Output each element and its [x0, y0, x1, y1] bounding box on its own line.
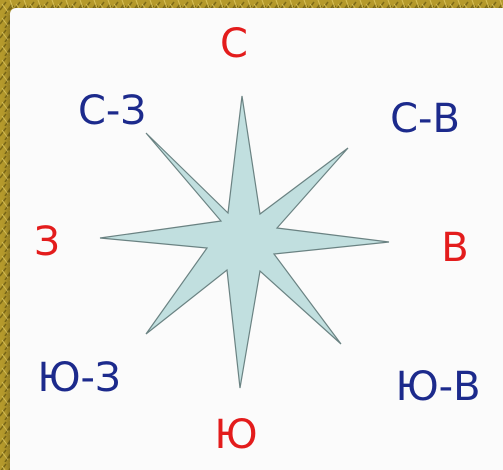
direction-south: Ю	[214, 412, 258, 458]
direction-north: С	[220, 21, 248, 67]
eight-point-star-icon	[99, 95, 390, 389]
direction-northeast: С-В	[390, 96, 460, 142]
compass-rose	[99, 95, 390, 389]
direction-southwest: Ю-З	[37, 355, 121, 401]
direction-west: З	[34, 219, 60, 265]
direction-east: В	[441, 225, 469, 271]
direction-northwest: С-З	[77, 88, 147, 134]
direction-southeast: Ю-В	[395, 364, 481, 410]
diagram-card: С С-З С-В З В Ю-З Ю-В Ю	[10, 8, 503, 470]
